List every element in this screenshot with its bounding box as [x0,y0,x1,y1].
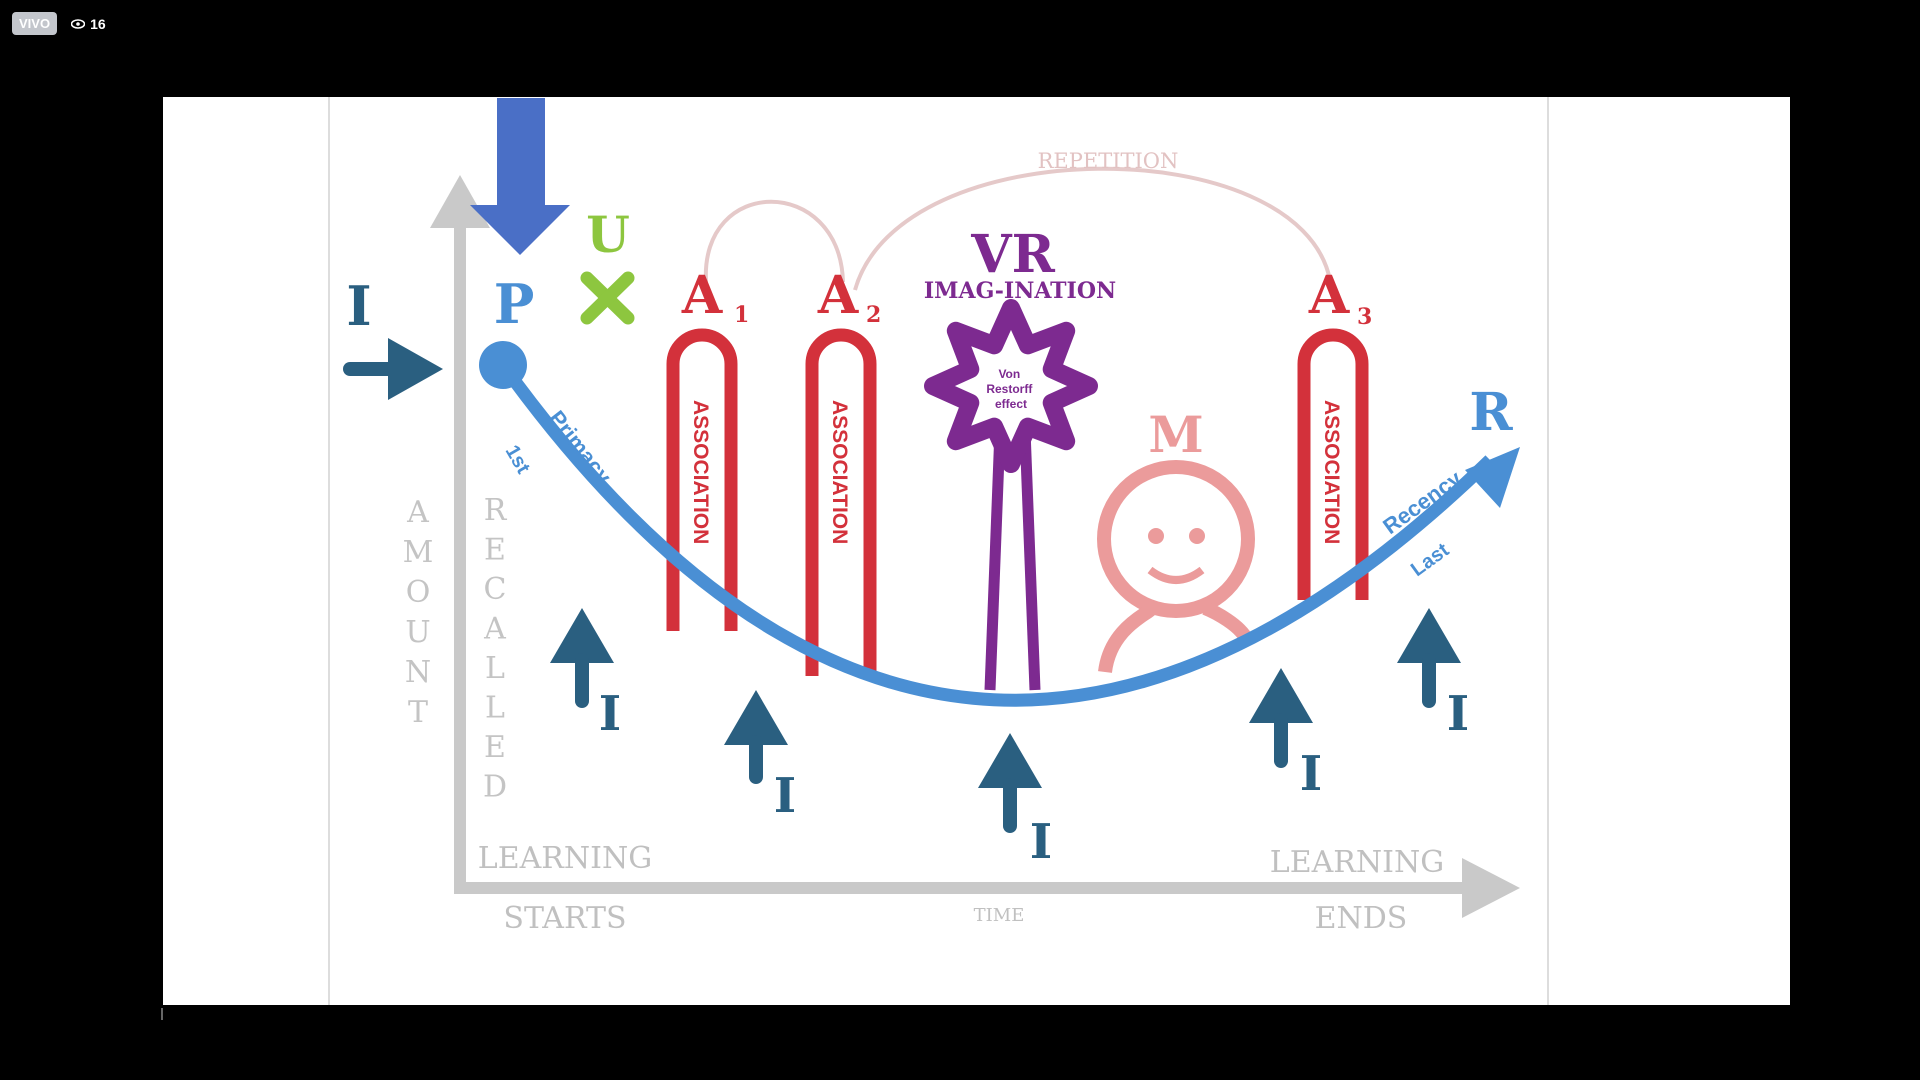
u-label: U [586,205,630,264]
time-label: TIME [974,905,1025,926]
recalled-letter: L [485,651,505,686]
input-i-label: I [346,274,371,338]
primacy-dot [479,341,527,389]
x-axis-labels: LEARNING STARTS LEARNING ENDS TIME [478,841,1444,936]
serial-position-curve [497,361,1495,707]
a3-subscript: 3 [1357,304,1372,330]
interference-arrow: I [550,608,621,742]
interference-i-label: I [599,686,621,742]
amount-letter: U [405,615,430,650]
interference-arrow: I [724,690,796,824]
arrow-up-icon [724,690,788,745]
stream-overlay: VIVO 16 [12,12,106,35]
association-label: ASSOCIATION [689,400,712,544]
recalled-letter: L [485,691,505,726]
a2-label: A [817,265,859,326]
interference-i-label: I [1300,746,1322,802]
association-loops: ASSOCIATION ASSOCIATION ASSOCIATION [666,328,1369,676]
recency-r-label: R [1469,382,1513,443]
arrow-up-icon [1397,608,1461,663]
interference-arrow: I [1397,608,1469,742]
green-cross-icon [580,271,635,325]
a1-subscript: 1 [734,302,749,328]
a3-label: A [1308,265,1350,326]
input-arrow-icon [343,338,443,400]
viewer-count-text: 16 [90,15,106,32]
arrow-up-icon [550,608,614,663]
interference-i-label: I [1447,686,1469,742]
channel-badge: VIVO [12,12,58,35]
starts-label: STARTS [503,901,626,936]
recalled-letter: A [483,612,506,647]
association-loop: ASSOCIATION [1297,328,1369,600]
arrow-up-icon [1249,668,1313,723]
interference-i-label: I [774,768,796,824]
repetition-label: REPETITION [1038,149,1179,173]
eye-icon [71,18,86,29]
curve-arrowhead [1465,447,1520,508]
amount-letter: N [405,655,431,690]
interference-i-label: I [1030,814,1052,870]
imagination-label: IMAG-INATION [924,278,1116,304]
arrow-up-icon [978,733,1042,788]
amount-letter: A [406,495,429,530]
von-restorff-stem [984,429,1041,691]
y-axis-arrowhead [430,175,490,228]
association-loop: ASSOCIATION [666,328,738,631]
recalled-letter: E [484,730,506,765]
von-restorff-star [924,299,1098,473]
interference-arrow: I [978,733,1052,870]
a1-label: A [681,265,723,326]
association-loop: ASSOCIATION [805,328,877,676]
recalled-letter: C [484,572,507,607]
recalled-letter: R [484,493,508,528]
repetition-arc-short [703,199,845,283]
amount-letter: T [408,695,428,730]
attention-down-arrow-icon [470,98,570,255]
vr-label: VR [970,224,1055,285]
interference-arrows: I I I I I [550,608,1469,870]
learning-start-label: LEARNING [478,841,652,876]
association-letters: A 1 A 2 A 3 [681,265,1372,330]
ends-label: ENDS [1315,901,1408,936]
amount-letter: O [406,575,431,610]
a2-subscript: 2 [866,302,881,328]
primacy-p-label: P [494,272,535,336]
slide-background [163,97,1790,1005]
x-axis-arrowhead [1462,858,1520,918]
m-label: M [1148,405,1203,464]
repetition-arc-long [853,166,1332,291]
learning-end-label: LEARNING [1270,845,1444,880]
recalled-letter: D [483,770,507,805]
association-label: ASSOCIATION [1320,400,1343,544]
viewer-count: 16 [71,16,106,32]
von-restorff-label: Von Restorff effect [986,367,1035,411]
recalled-letter: E [484,533,506,568]
interference-arrow: I [1249,668,1322,802]
axes [430,175,1520,918]
association-label: ASSOCIATION [828,400,851,544]
amount-letter: M [403,535,434,570]
